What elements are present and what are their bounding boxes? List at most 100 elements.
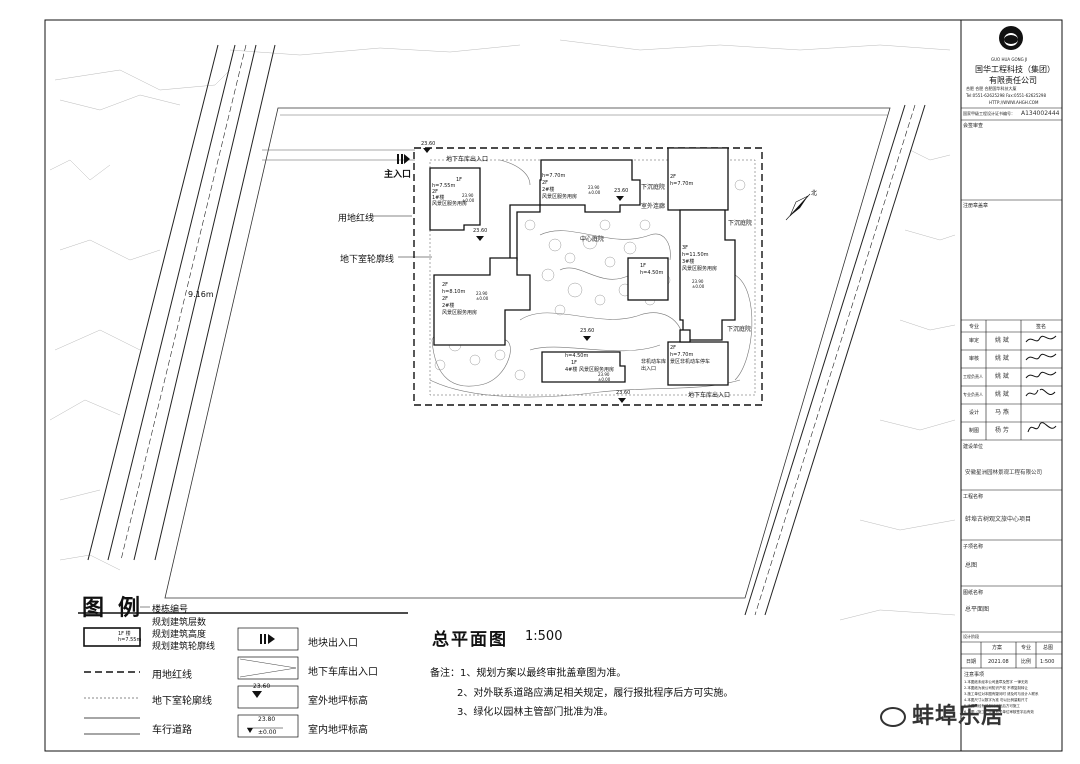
legend-garage-sample bbox=[237, 656, 299, 680]
elev-value-3: 23.60 bbox=[580, 328, 595, 334]
legend-outdoor-elev-sample bbox=[237, 685, 299, 709]
company-addr: 合肥 合肥 合肥国华科技大厦 bbox=[966, 86, 1017, 91]
building-3-use: 风景区服务用房 bbox=[682, 266, 718, 272]
legend-indoor-elev-sample bbox=[237, 714, 299, 738]
legend-building-sample bbox=[83, 627, 141, 647]
building-1-outline bbox=[429, 167, 481, 231]
legend-glyphs bbox=[247, 634, 275, 733]
legend-indoor-elev-bot: ±0.00 bbox=[258, 729, 277, 736]
company-logo bbox=[999, 26, 1023, 50]
building-4-height: h=4.50m bbox=[565, 353, 589, 359]
building-2-outline bbox=[433, 257, 531, 346]
building-4-outline bbox=[541, 351, 626, 383]
building-top-elev-top: 23.90 bbox=[588, 185, 600, 190]
legend-sample-line1: 1F 楼 bbox=[118, 631, 131, 637]
label-site-red-line: 用地红线 bbox=[338, 214, 375, 224]
label-sunken-court-1: 下沉庭院 bbox=[641, 184, 666, 191]
label-garage-entry-bottom: 地下车库出入口 bbox=[688, 392, 731, 399]
sec-review: 会签审查 bbox=[963, 123, 984, 129]
roles-header-role: 专业 bbox=[969, 324, 980, 330]
building-3-elev: 23.90 ±0.00 bbox=[692, 279, 704, 289]
label-sunken-court-3: 下沉庭院 bbox=[727, 326, 752, 333]
legend-outdoor-elev: 室外地坪标高 bbox=[308, 696, 368, 707]
note-1: 备注：1、规划方案以最终审批盖章图为准。 bbox=[430, 668, 627, 679]
elev-marker-1 bbox=[423, 148, 431, 153]
project-name: 蚌埠古树观文旅中心项目 bbox=[965, 516, 1032, 523]
footer-line-3: 3.施工单位对本图有疑问时 请及时与设计人联系 bbox=[964, 692, 1039, 696]
legend-entry-sample bbox=[237, 627, 299, 651]
building-top-outline bbox=[539, 159, 641, 213]
building-1-elev-bot: ±0.00 bbox=[462, 198, 475, 203]
site-boundary bbox=[164, 107, 891, 599]
building-1-elev: 23.90 ±0.00 bbox=[462, 193, 474, 203]
legend-red-line: 用地红线 bbox=[152, 670, 192, 681]
wechat-icon bbox=[880, 707, 906, 727]
legend-road: 车行道路 bbox=[152, 725, 192, 736]
legend-basement: 地下室轮廓线 bbox=[152, 696, 212, 707]
building-3-label: 3F h=11.50m 3#楼 风景区服务用房 bbox=[682, 245, 717, 273]
company-cn-1: 国华工程科技（集团） bbox=[975, 65, 1055, 74]
main-entry-arrow bbox=[397, 154, 410, 164]
elev-value-1: 23.60 bbox=[421, 141, 436, 147]
building-topright-height: h=7.70m bbox=[670, 181, 694, 187]
note-2: 2、对外联系道路应满足相关规定，履行报批程序后方可实施。 bbox=[457, 688, 734, 699]
cert-no: A134002444 bbox=[1021, 110, 1060, 117]
building-top-elev: 23.90 ±0.00 bbox=[588, 185, 600, 195]
building-2-elev-top: 23.90 bbox=[476, 291, 488, 296]
building-small-floors: 1F bbox=[640, 263, 647, 269]
road-right bbox=[744, 104, 926, 616]
connector-right bbox=[679, 329, 691, 343]
title-block-grid bbox=[961, 107, 1062, 669]
elev-value-4: 23.60 bbox=[616, 390, 631, 396]
building-2-use: 风景区服务用房 bbox=[442, 310, 478, 316]
road-left bbox=[87, 44, 276, 561]
building-3-height: h=11.50m bbox=[682, 252, 709, 258]
building-bike-outline bbox=[667, 341, 729, 386]
role-1: 审定 bbox=[969, 338, 980, 344]
label-non-motor-entry: 非机动车库出入口 bbox=[641, 359, 667, 372]
legend-garage-entry: 地下车库出入口 bbox=[308, 667, 378, 678]
drawing-label: 图纸名称 bbox=[963, 590, 984, 596]
role-3-name: 姚 斌 bbox=[995, 373, 1009, 380]
discipline-label: 专业 bbox=[1021, 645, 1032, 651]
building-4-elev-top: 23.90 bbox=[598, 372, 610, 377]
legend-building-height: 规划建筑高度 bbox=[152, 630, 207, 640]
label-road-width: 9.16m bbox=[188, 290, 214, 299]
building-small-label: 1F h=4.50m bbox=[640, 263, 663, 277]
footer-line-6: 6.本图（施工）须在有关单位审核签字后有效 bbox=[964, 710, 1034, 714]
north-arrow bbox=[785, 193, 811, 221]
role-2: 审核 bbox=[969, 356, 980, 362]
discipline-value: 总图 bbox=[1043, 645, 1054, 651]
building-2-elev: 23.90 ±0.00 bbox=[476, 291, 488, 301]
scale-label: 比例 bbox=[1021, 659, 1032, 665]
elev-value-2: 23.60 bbox=[473, 228, 488, 234]
building-topright-outline bbox=[667, 147, 729, 211]
building-small-outline bbox=[627, 257, 669, 301]
footer-line-5: 5.本图须经有关部门审批后方可施工 bbox=[964, 704, 1020, 708]
building-top-elev-bot: ±0.00 bbox=[588, 190, 601, 195]
building-3-elev-top: 23.90 bbox=[692, 279, 704, 284]
stage-value: 方案 bbox=[992, 645, 1003, 651]
footer-line-1: 1.本图纸未经本公司盖章及签字 一律无效 bbox=[964, 680, 1028, 684]
building-2-label: 2F h=8.10m 2F 2#楼 风景区服务用房 bbox=[442, 282, 477, 317]
role-4: 专业负责人 bbox=[963, 392, 983, 397]
roles-header-sign: 签名 bbox=[1036, 324, 1047, 330]
building-1-height: h=7.55m bbox=[432, 183, 456, 189]
label-outdoor-stair: 室外连廊 bbox=[641, 203, 666, 210]
courtyard-trees bbox=[434, 174, 746, 381]
company-web: HTTP://WWW.AHGH.COM bbox=[989, 100, 1039, 105]
building-1-label: 1F h=7.55m 2F 1#楼 风景区服务用房 bbox=[432, 177, 467, 207]
legend-outdoor-elev-value: 23.60 bbox=[253, 683, 271, 690]
building-top-use: 风景区服务用房 bbox=[542, 194, 578, 200]
company-cn-2: 有限责任公司 bbox=[989, 76, 1037, 85]
signatures bbox=[1025, 335, 1057, 433]
footer-line-4: 4.本图尺寸以数字为准 勿以比例量取尺寸 bbox=[964, 698, 1028, 702]
building-1-name: 1#楼 bbox=[432, 195, 445, 201]
building-1-elev-top: 23.90 bbox=[462, 193, 474, 198]
building-4-elev-bot: ±0.00 bbox=[598, 377, 611, 382]
building-1-floors2: 2F bbox=[432, 189, 439, 195]
building-4-label: h=4.50m 1F 4#楼 风景区服务用房 bbox=[565, 353, 614, 374]
building-3-floors: 3F bbox=[682, 245, 689, 251]
building-2-elev-bot: ±0.00 bbox=[476, 296, 489, 301]
building-3-outline bbox=[679, 209, 736, 341]
